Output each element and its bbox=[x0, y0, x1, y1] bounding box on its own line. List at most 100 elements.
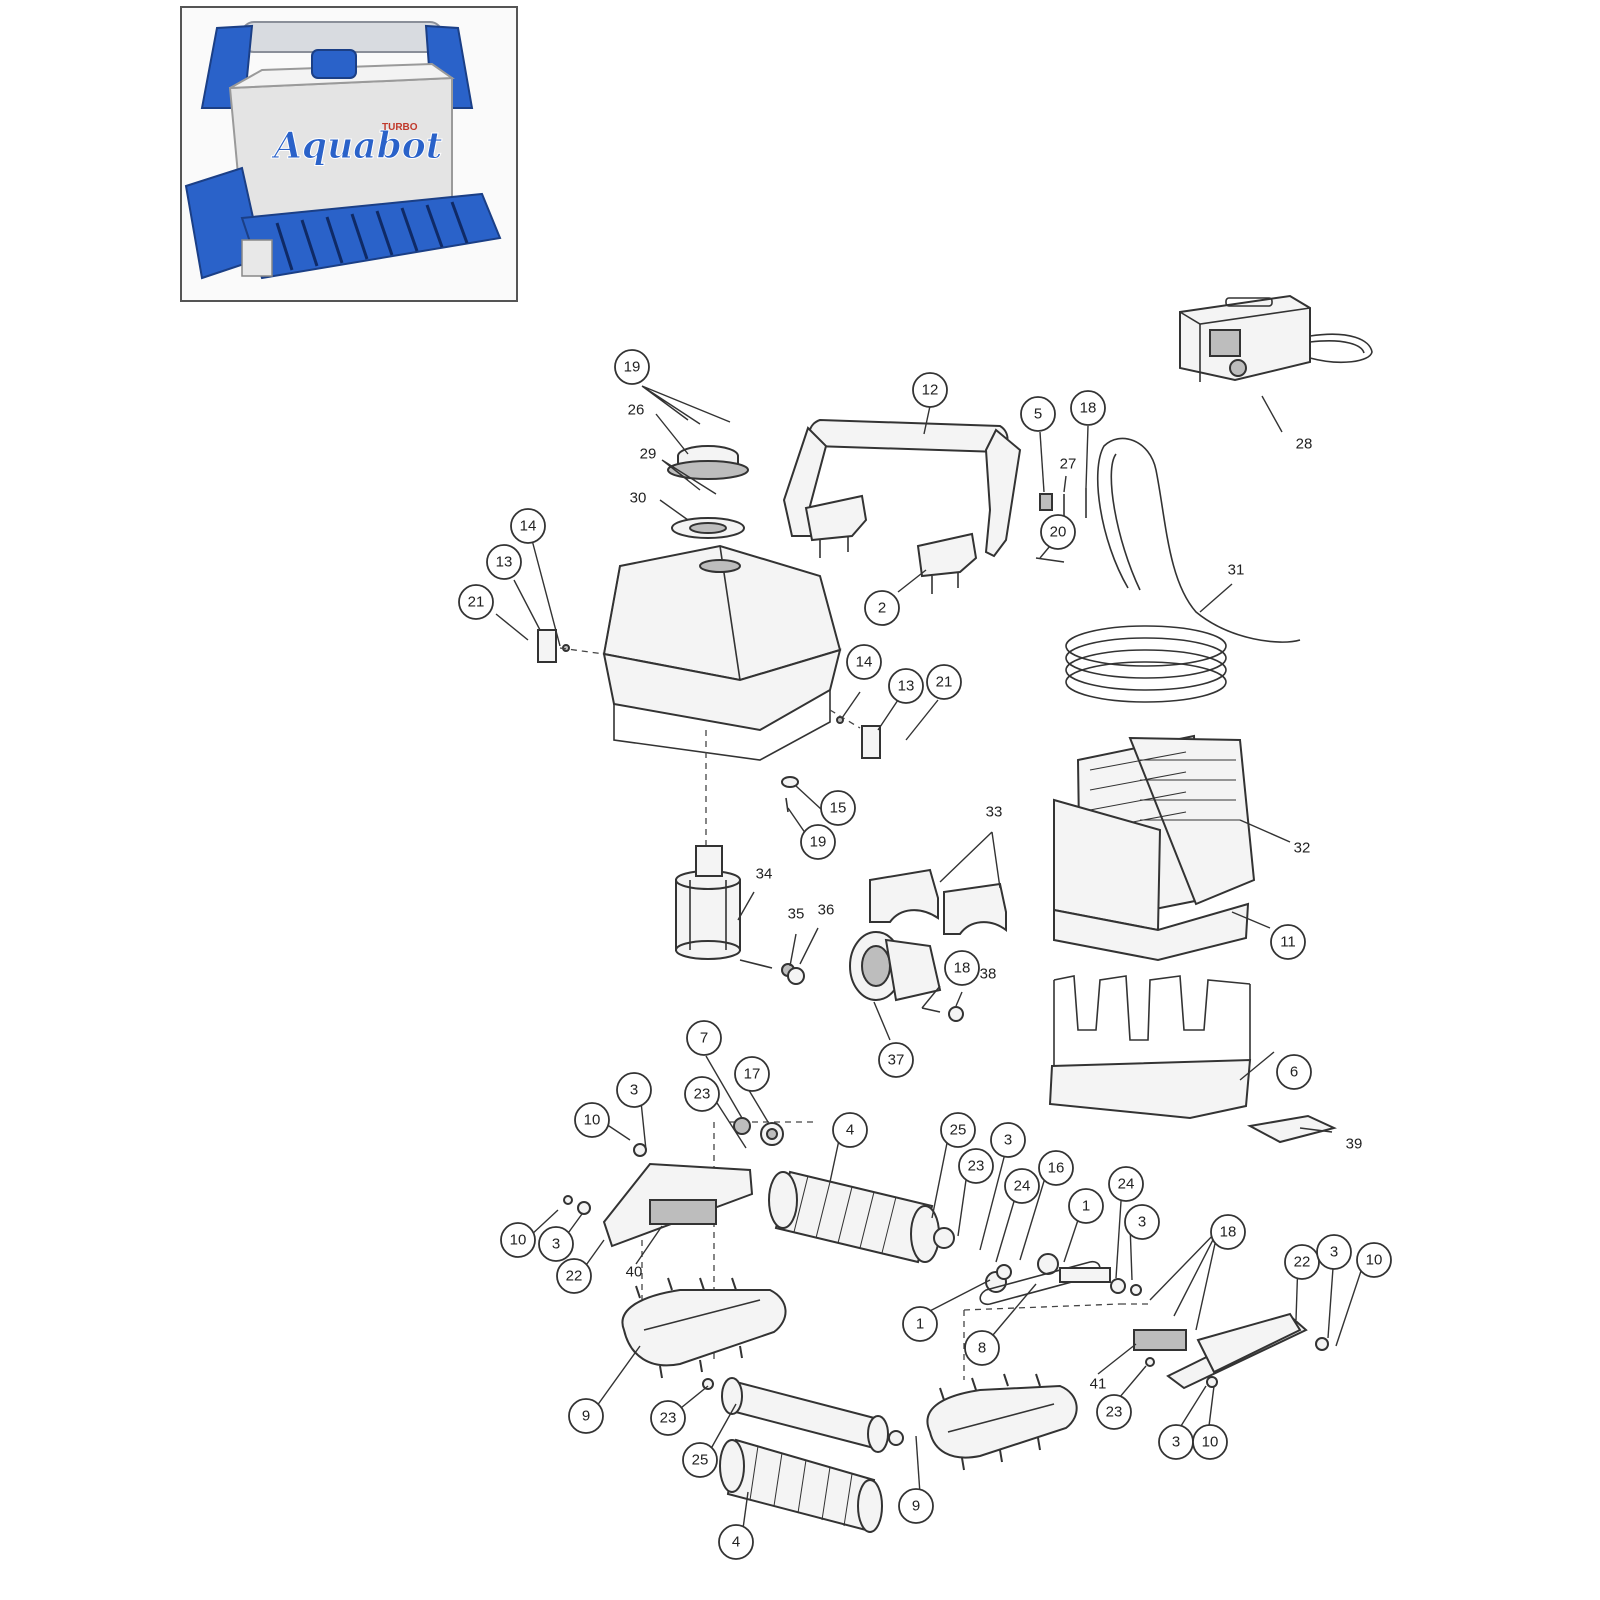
svg-text:40: 40 bbox=[626, 1264, 643, 1281]
top-cap-drawing bbox=[667, 445, 749, 539]
svg-text:10: 10 bbox=[584, 1112, 601, 1129]
svg-text:24: 24 bbox=[1118, 1176, 1135, 1193]
svg-text:23: 23 bbox=[968, 1158, 985, 1175]
callout-9-left: 9 bbox=[568, 1398, 604, 1434]
callout-3-c: 3 bbox=[1124, 1204, 1160, 1240]
handle-brackets-drawing bbox=[804, 494, 978, 594]
callout-19-mid: 19 bbox=[800, 824, 836, 860]
callout-38: 38 bbox=[980, 966, 997, 983]
callout-3-a: 3 bbox=[616, 1072, 652, 1108]
svg-text:18: 18 bbox=[1080, 400, 1097, 417]
callout-36: 36 bbox=[818, 902, 835, 919]
callout-21-right: 21 bbox=[926, 664, 962, 700]
callout-1-b: 1 bbox=[902, 1306, 938, 1342]
callout-34: 34 bbox=[756, 866, 773, 883]
side-plates-drawing bbox=[537, 629, 881, 759]
callout-35: 35 bbox=[788, 906, 805, 923]
brush-top-drawing bbox=[768, 1170, 955, 1264]
svg-text:37: 37 bbox=[888, 1052, 905, 1069]
callout-39: 39 bbox=[1346, 1136, 1363, 1153]
callout-40: 40 bbox=[626, 1264, 643, 1281]
svg-text:20: 20 bbox=[1050, 524, 1067, 541]
filter-stand-drawing bbox=[1048, 734, 1337, 1144]
callout-24-b: 24 bbox=[1108, 1166, 1144, 1202]
callout-1-a: 1 bbox=[1068, 1188, 1104, 1224]
callout-33: 33 bbox=[986, 804, 1003, 821]
callout-25-a: 25 bbox=[940, 1112, 976, 1148]
callout-11: 11 bbox=[1270, 924, 1306, 960]
part-drawings bbox=[537, 294, 1373, 1533]
callout-27: 27 bbox=[1060, 456, 1077, 473]
callout-18-mid: 18 bbox=[944, 950, 980, 986]
svg-text:26: 26 bbox=[628, 402, 645, 419]
callout-10-a: 10 bbox=[574, 1102, 610, 1138]
callout-26: 26 bbox=[628, 402, 645, 419]
svg-text:1: 1 bbox=[1082, 1198, 1090, 1215]
callout-7: 7 bbox=[686, 1020, 722, 1056]
svg-text:33: 33 bbox=[986, 804, 1003, 821]
callout-28: 28 bbox=[1296, 436, 1313, 453]
callout-32: 32 bbox=[1294, 840, 1311, 857]
callout-30: 30 bbox=[630, 490, 647, 507]
callout-25-b: 25 bbox=[682, 1442, 718, 1478]
svg-text:41: 41 bbox=[1090, 1376, 1107, 1393]
svg-text:8: 8 bbox=[978, 1340, 986, 1357]
callout-3-d: 3 bbox=[1316, 1234, 1352, 1270]
svg-text:18: 18 bbox=[1220, 1224, 1237, 1241]
track-left-drawing bbox=[621, 1277, 787, 1379]
callout-23-c: 23 bbox=[1096, 1394, 1132, 1430]
svg-text:2: 2 bbox=[878, 600, 886, 617]
svg-text:3: 3 bbox=[1330, 1244, 1338, 1261]
svg-text:4: 4 bbox=[732, 1534, 740, 1551]
svg-text:23: 23 bbox=[694, 1086, 711, 1103]
svg-text:15: 15 bbox=[830, 800, 847, 817]
power-supply-drawing bbox=[1179, 294, 1373, 382]
callout-9-right: 9 bbox=[898, 1488, 934, 1524]
callout-10-c: 10 bbox=[500, 1222, 536, 1258]
callout-13-right: 13 bbox=[888, 668, 924, 704]
callout-8: 8 bbox=[964, 1330, 1000, 1366]
svg-text:16: 16 bbox=[1048, 1160, 1065, 1177]
small-hardware-top-drawing bbox=[1035, 488, 1087, 563]
drive-belt-drawing bbox=[979, 1253, 1142, 1306]
svg-text:38: 38 bbox=[980, 966, 997, 983]
svg-text:22: 22 bbox=[566, 1268, 583, 1285]
svg-text:27: 27 bbox=[1060, 456, 1077, 473]
svg-text:31: 31 bbox=[1228, 562, 1245, 579]
svg-text:14: 14 bbox=[520, 518, 537, 535]
aquabot-logo: Aquabot bbox=[271, 125, 443, 167]
svg-text:9: 9 bbox=[912, 1498, 920, 1515]
svg-text:9: 9 bbox=[582, 1408, 590, 1425]
svg-text:30: 30 bbox=[630, 490, 647, 507]
callout-29: 29 bbox=[640, 446, 657, 463]
svg-text:11: 11 bbox=[1280, 934, 1296, 951]
callout-24-a: 24 bbox=[1004, 1168, 1040, 1204]
svg-text:25: 25 bbox=[692, 1452, 709, 1469]
svg-text:28: 28 bbox=[1296, 436, 1313, 453]
left-side-plate-drawing bbox=[563, 1143, 754, 1248]
turbo-logo: TURBO bbox=[382, 122, 418, 133]
svg-text:22: 22 bbox=[1294, 1254, 1311, 1271]
svg-text:14: 14 bbox=[856, 654, 873, 671]
svg-text:21: 21 bbox=[936, 674, 953, 691]
brush-bottom-drawing bbox=[719, 1438, 883, 1533]
callout-4-top: 4 bbox=[832, 1112, 868, 1148]
svg-text:10: 10 bbox=[1202, 1434, 1219, 1451]
callout-3-b: 3 bbox=[990, 1122, 1026, 1158]
svg-text:32: 32 bbox=[1294, 840, 1311, 857]
svg-text:24: 24 bbox=[1014, 1178, 1031, 1195]
roller-drawing bbox=[702, 1377, 904, 1453]
svg-text:4: 4 bbox=[846, 1122, 854, 1139]
callout-19-top: 19 bbox=[614, 349, 650, 385]
svg-text:36: 36 bbox=[818, 902, 835, 919]
callout-23-a: 23 bbox=[684, 1076, 720, 1112]
callout-3-e: 3 bbox=[538, 1226, 574, 1262]
svg-text:21: 21 bbox=[468, 594, 485, 611]
svg-text:19: 19 bbox=[624, 359, 641, 376]
svg-text:3: 3 bbox=[1138, 1214, 1146, 1231]
callout-17: 17 bbox=[734, 1056, 770, 1092]
callout-3-f: 3 bbox=[1158, 1424, 1194, 1460]
callout-2: 2 bbox=[864, 590, 900, 626]
callout-13-left: 13 bbox=[486, 544, 522, 580]
